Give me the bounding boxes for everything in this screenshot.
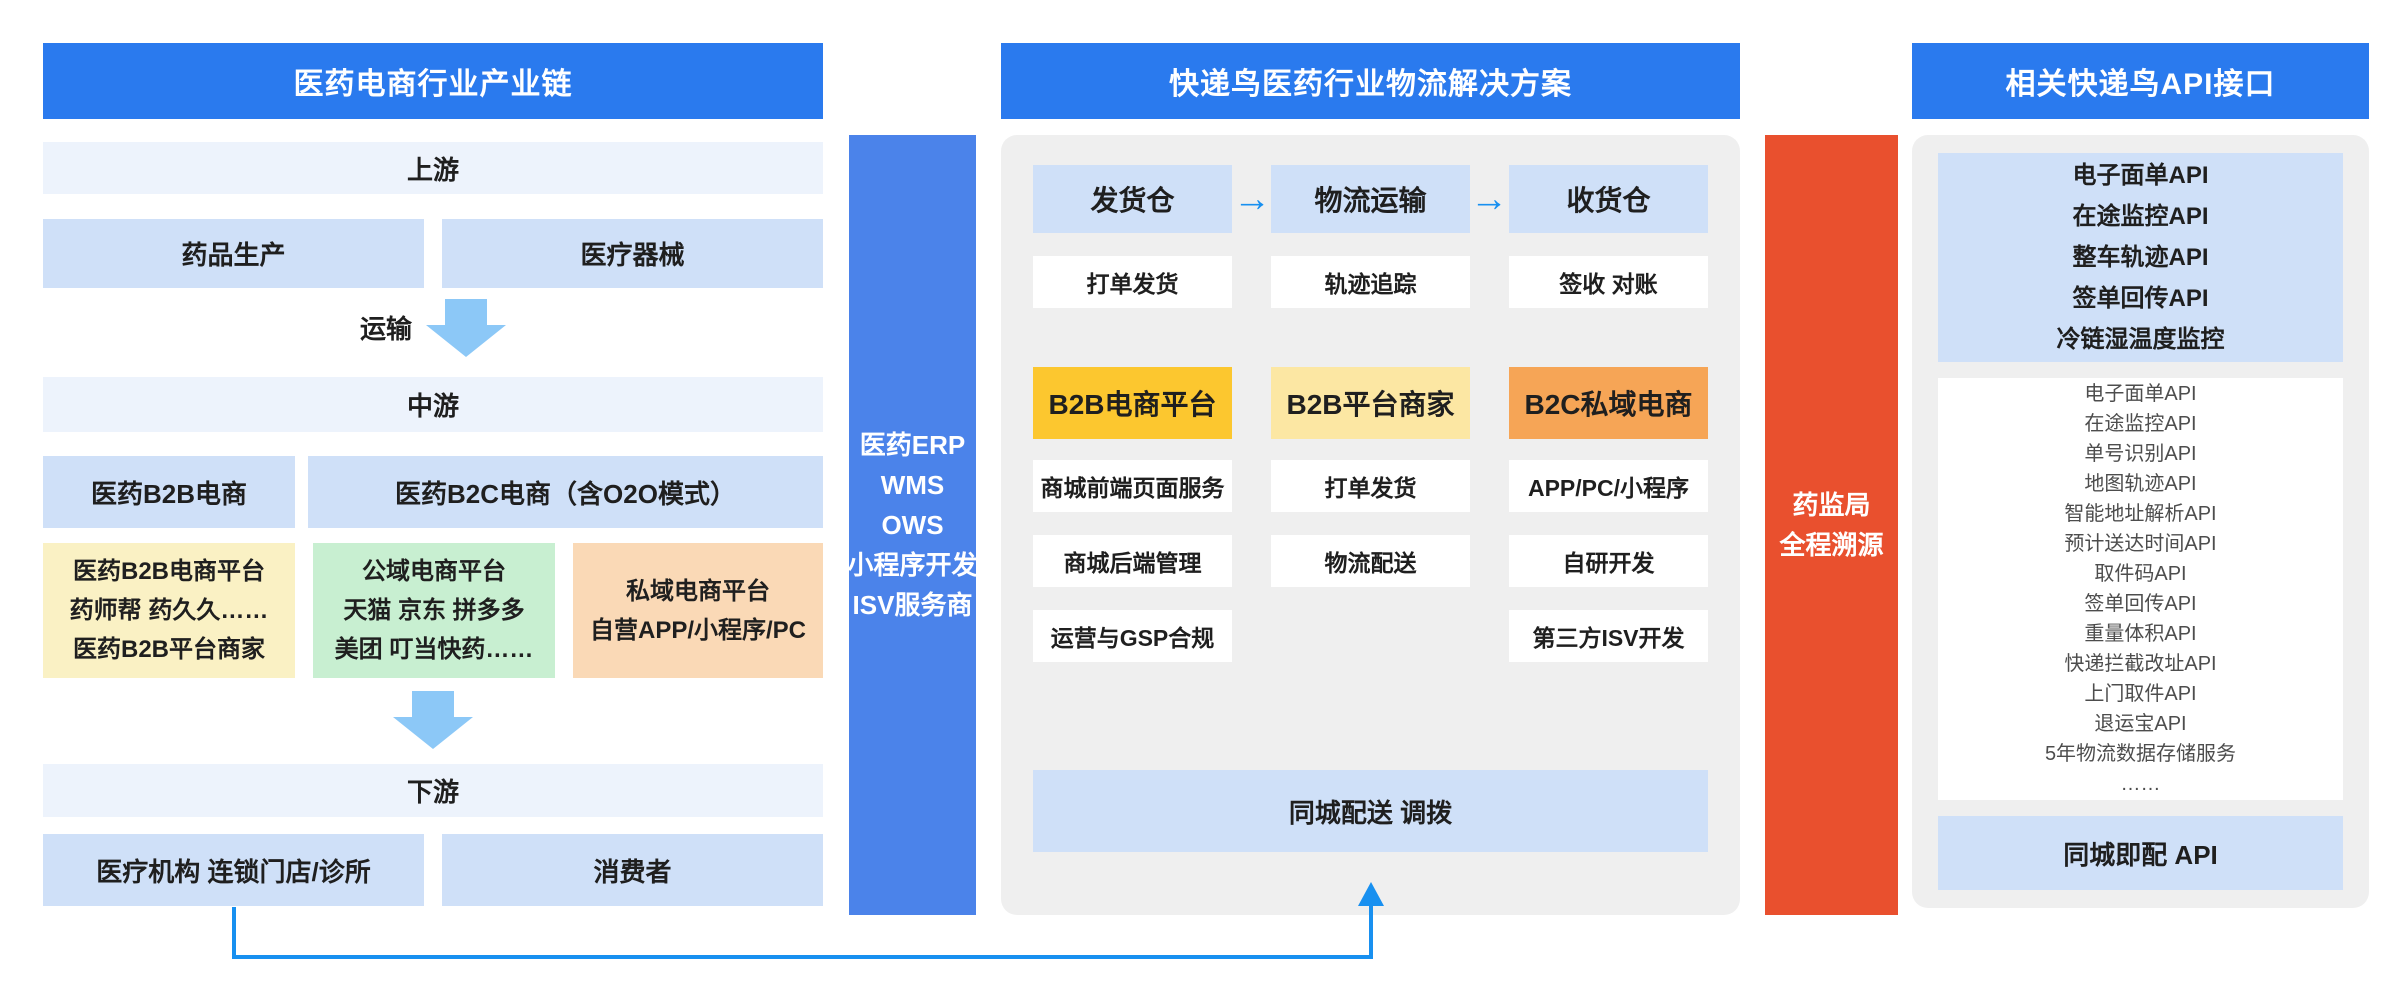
logistics-solution-section: 快递鸟医药行业物流解决方案 发货仓 物流运输 收货仓 → → 打单发货 轨迹追踪… xyxy=(1001,43,1740,915)
transport-arrow-row: 运输 xyxy=(43,298,823,357)
right-arrow-icon: → xyxy=(1233,177,1271,220)
featured-api-item: 在途监控API xyxy=(2072,203,2209,230)
box-logistics-transport: 物流运输 xyxy=(1271,165,1470,233)
channel-item: 打单发货 xyxy=(1271,460,1470,512)
platform-box-line: 天猫 京东 拼多多 xyxy=(343,597,525,624)
down-arrow-icon xyxy=(393,690,473,749)
channel-b2b-merchant: B2B平台商家 xyxy=(1271,367,1470,439)
channel-columns: 商城前端页面服务商城后端管理运营与GSP合规 打单发货物流配送 APP/PC/小… xyxy=(1033,460,1708,662)
featured-api-item: 冷链湿温度监控 xyxy=(2056,326,2225,353)
logistics-solution-panel: 发货仓 物流运输 收货仓 → → 打单发货 轨迹追踪 签收 对账 B2B电商平台… xyxy=(1001,135,1740,915)
platform-box-line: 美团 叮当快药…… xyxy=(334,636,534,663)
box-drug-production: 药品生产 xyxy=(43,219,424,288)
channel-item: 物流配送 xyxy=(1271,535,1470,587)
api-list-item: 电子面单API xyxy=(2084,383,2197,405)
api-list-item: 快递拦截改址API xyxy=(2064,653,2217,675)
featured-api-box: 电子面单API 在途监控API 整车轨迹API 签单回传API 冷链湿温度监控 xyxy=(1938,153,2343,362)
api-list-box: 电子面单API 在途监控API 单号识别API 地图轨迹API 智能地址解析API 预计送… xyxy=(1938,378,2343,800)
industry-chain-section: 医药电商行业产业链 上游 药品生产 医疗器械 运输 中游 医药B2B电商 医药B… xyxy=(43,43,823,906)
upstream-items-row: 药品生产 医疗器械 xyxy=(43,219,823,288)
downstream-arrow-row xyxy=(43,689,823,750)
box-b2b-ecommerce: 医药B2B电商 xyxy=(43,456,295,528)
logistics-solution-title: 快递鸟医药行业物流解决方案 xyxy=(1001,43,1740,119)
api-list-item: 智能地址解析API xyxy=(2064,503,2217,525)
api-list-item: 在途监控API xyxy=(2084,413,2197,435)
platform-box-line: 医药B2B平台商家 xyxy=(72,636,265,663)
erp-bar-line: WMS xyxy=(880,470,945,500)
api-list-item: 签单回传API xyxy=(2084,593,2197,615)
channel-headers-row: B2B电商平台 B2B平台商家 B2C私域电商 xyxy=(1033,367,1708,439)
channel-item: 运营与GSP合规 xyxy=(1033,610,1232,662)
transport-label: 运输 xyxy=(359,314,412,344)
api-panel: 电子面单API 在途监控API 整车轨迹API 签单回传API 冷链湿温度监控 电子面单… xyxy=(1912,135,2369,908)
erp-bar-line: 小程序开发 xyxy=(847,550,978,580)
featured-api-item: 签单回传API xyxy=(2072,285,2209,312)
api-section-title: 相关快递鸟API接口 xyxy=(1912,43,2369,119)
regulator-bar-line: 全程溯源 xyxy=(1779,530,1884,560)
box-sign-reconcile: 签收 对账 xyxy=(1509,256,1708,308)
api-list-item: 上门取件API xyxy=(2084,683,2197,705)
platform-box-line: 公域电商平台 xyxy=(362,558,506,585)
platform-box-line: 药师帮 药久久…… xyxy=(69,597,269,624)
channel-item: 商城后端管理 xyxy=(1033,535,1232,587)
downstream-items-row: 医疗机构 连锁门店/诊所 消费者 xyxy=(43,834,823,906)
box-shipping-warehouse: 发货仓 xyxy=(1033,165,1232,233)
box-medical-institutions: 医疗机构 连锁门店/诊所 xyxy=(43,834,424,906)
featured-api-item: 整车轨迹API xyxy=(2072,244,2209,271)
upstream-row: 上游 xyxy=(43,142,823,194)
down-arrow-icon xyxy=(426,298,506,357)
channel-item: 自研开发 xyxy=(1509,535,1708,587)
platform-box-public: 公域电商平台天猫 京东 拼多多美团 叮当快药…… xyxy=(313,543,555,678)
channel-b2c-private: B2C私域电商 xyxy=(1509,367,1708,439)
channel-column-b2b-platform: 商城前端页面服务商城后端管理运营与GSP合规 xyxy=(1033,460,1232,662)
midstream-row: 中游 xyxy=(43,377,823,432)
box-print-ship: 打单发货 xyxy=(1033,256,1232,308)
box-b2c-ecommerce: 医药B2C电商（含O2O模式） xyxy=(308,456,823,528)
channel-column-b2b-merchant: 打单发货物流配送 xyxy=(1271,460,1470,662)
platform-boxes-row: 医药B2B电商平台药师帮 药久久…… 医药B2B平台商家 公域电商平台天猫 京东 … xyxy=(43,543,823,678)
box-consumers: 消费者 xyxy=(442,834,823,906)
api-list-item: 退运宝API xyxy=(2094,713,2187,735)
box-medical-devices: 医疗器械 xyxy=(442,219,823,288)
api-section: 相关快递鸟API接口 电子面单API 在途监控API 整车轨迹API 签单回传API 冷… xyxy=(1912,43,2369,908)
regulator-bar-line: 药监局 xyxy=(1792,490,1871,520)
channel-b2b-platform: B2B电商平台 xyxy=(1033,367,1232,439)
erp-bar-line: 医药ERP xyxy=(859,430,966,460)
api-list-item: 取件码API xyxy=(2094,563,2187,585)
channel-item: APP/PC/小程序 xyxy=(1509,460,1708,512)
erp-service-bar: 医药ERP WMS OWS 小程序开发 ISV服务商 xyxy=(847,135,978,915)
platform-box-private: 私域电商平台自营APP/小程序/PC xyxy=(573,543,823,678)
channel-item: 第三方ISV开发 xyxy=(1509,610,1708,662)
erp-bar-line: ISV服务商 xyxy=(852,590,973,620)
warehouse-subflow-row: 打单发货 轨迹追踪 签收 对账 xyxy=(1033,256,1708,308)
box-track-trace: 轨迹追踪 xyxy=(1271,256,1470,308)
api-list-item: 5年物流数据存储服务 xyxy=(2044,743,2237,765)
featured-api-item: 电子面单API xyxy=(2072,162,2209,189)
platform-box-line: 医药B2B电商平台 xyxy=(72,558,265,585)
box-city-instant-api: 同城即配 API xyxy=(1938,816,2343,890)
channel-column-b2c-private: APP/PC/小程序自研开发第三方ISV开发 xyxy=(1509,460,1708,662)
api-list-item: 地图轨迹API xyxy=(2084,473,2197,495)
box-receiving-warehouse: 收货仓 xyxy=(1509,165,1708,233)
api-list-item: …… xyxy=(2120,773,2161,795)
warehouse-flow-row: 发货仓 物流运输 收货仓 xyxy=(1033,165,1708,233)
api-list-item: 重量体积API xyxy=(2084,623,2197,645)
box-city-delivery-transfer: 同城配送 调拨 xyxy=(1033,770,1708,852)
midstream-items-row: 医药B2B电商 医药B2C电商（含O2O模式） xyxy=(43,456,823,528)
platform-box-line: 自营APP/小程序/PC xyxy=(589,616,807,644)
industry-chain-title: 医药电商行业产业链 xyxy=(43,43,823,119)
channel-item: 商城前端页面服务 xyxy=(1033,460,1232,512)
regulator-trace-bar: 药监局全程溯源 xyxy=(1765,135,1898,915)
platform-box-line: 私域电商平台 xyxy=(626,577,770,605)
right-arrow-icon: → xyxy=(1470,177,1508,220)
api-list-item: 单号识别API xyxy=(2084,443,2197,465)
api-list-item: 预计送达时间API xyxy=(2064,533,2217,555)
platform-box-b2b: 医药B2B电商平台药师帮 药久久…… 医药B2B平台商家 xyxy=(43,543,295,678)
erp-bar-line: OWS xyxy=(881,510,944,540)
downstream-row: 下游 xyxy=(43,764,823,817)
